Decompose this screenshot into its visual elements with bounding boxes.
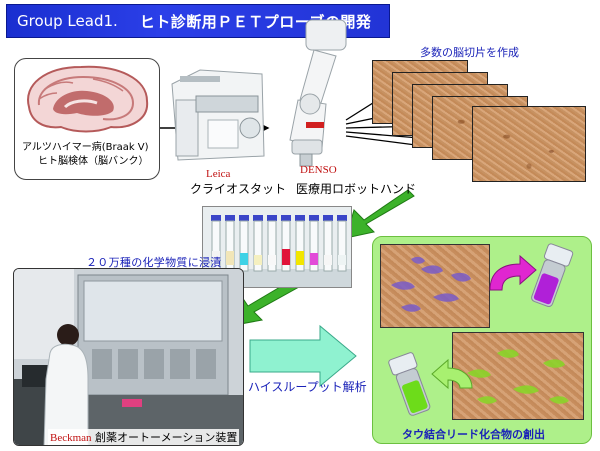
- automation-photo: [13, 268, 244, 446]
- automation-brand: Beckman: [50, 432, 92, 444]
- brain-caption-line1: アルツハイマー病(Braak V): [22, 142, 149, 153]
- tube-row: [211, 215, 347, 272]
- green-arrow-to-tubes: [345, 189, 415, 239]
- purple-vial: [531, 243, 574, 307]
- lightgreen-arrow: [431, 358, 473, 390]
- automation-caption: Beckman 創薬オートーメーション装置: [48, 429, 240, 445]
- brain-slice-image: [472, 106, 586, 182]
- robot-brand: DENSO: [300, 164, 337, 176]
- magenta-arrow: [489, 254, 537, 291]
- robot-arm: [289, 19, 347, 167]
- tau-stain-image-purple: [380, 244, 490, 328]
- screening-arrow: [249, 324, 357, 388]
- green-vial: [388, 352, 431, 416]
- automation-caption-text: 創薬オートーメーション装置: [95, 431, 238, 444]
- slices-caption: 多数の脳切片を作成: [420, 46, 519, 59]
- brain-illustration: [27, 65, 149, 133]
- lab-technician: [43, 324, 89, 445]
- result-graphics: [388, 243, 574, 416]
- brain-panel: [14, 58, 160, 180]
- screening-caption: ハイスループット解析: [248, 380, 367, 394]
- tau-stain-image-green: [452, 332, 584, 420]
- result-caption: タウ結合リード化合物の創出: [402, 428, 545, 441]
- title-prefix: Group Lead1.: [17, 12, 118, 30]
- cryostat-brand: Leica: [206, 168, 231, 180]
- brain-caption-line2: ヒト脳検体（脳バンク）: [38, 156, 149, 167]
- cryostat-caption: クライオスタット: [190, 182, 287, 196]
- compounds-caption: ２０万種の化学物質に浸漬: [86, 256, 222, 269]
- robot-caption: 医療用ロボットハンド: [296, 182, 417, 196]
- cryostat-machine: [171, 69, 265, 161]
